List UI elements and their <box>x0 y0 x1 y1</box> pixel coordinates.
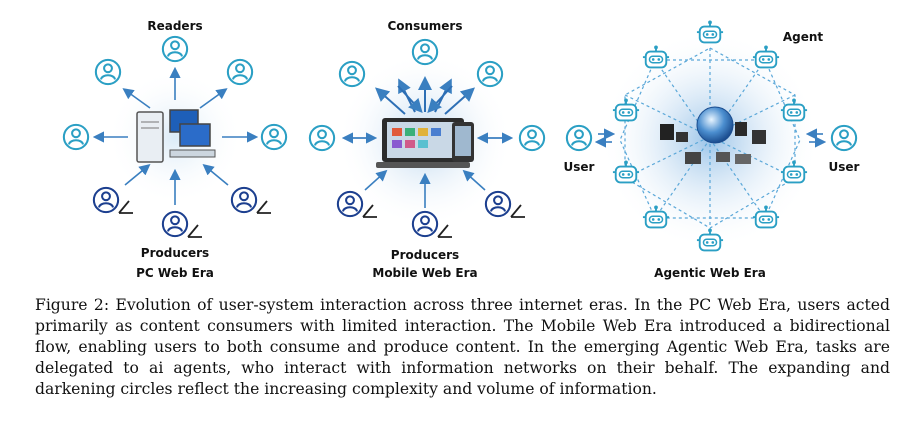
arrow-from-producer-right <box>462 169 486 191</box>
producer-icon-right <box>484 190 512 218</box>
arrow-from-producer-right <box>202 163 229 186</box>
arrow-from-producer-left <box>124 163 151 186</box>
pen-icon <box>510 204 525 218</box>
agent-bot-icon <box>696 20 724 44</box>
pc-top-label: Readers <box>147 19 202 33</box>
pen-icon <box>187 224 202 238</box>
user-icon-reader-right <box>260 123 288 151</box>
agentic-web-era-panel: Agent User User Agentic Web Era <box>564 20 860 280</box>
pen-icon <box>256 200 271 214</box>
arrow-to-reader-topright <box>199 88 228 109</box>
user-icon-consumer-topleft <box>338 60 366 88</box>
pc-server-icon <box>136 109 216 163</box>
pen-icon <box>118 200 133 214</box>
user-icon-consumer-right <box>518 124 546 152</box>
figure-caption: Figure 2: Evolution of user-system inter… <box>35 296 890 398</box>
user-icon-consumer-topright <box>476 60 504 88</box>
pc-bottom-label: Producers <box>141 246 209 260</box>
mobile-top-label: Consumers <box>388 19 463 33</box>
devices-icon <box>376 118 474 168</box>
user-icon-consumer-left <box>308 124 336 152</box>
pen-icon <box>437 224 452 238</box>
agentic-era-label: Agentic Web Era <box>654 266 766 280</box>
agent-label: Agent <box>783 30 824 44</box>
user-icon-reader-top <box>161 35 189 63</box>
user-icon-right <box>830 124 858 152</box>
producer-icon-bottom <box>411 210 439 238</box>
mobile-bottom-label: Producers <box>391 248 459 262</box>
producer-icon-left <box>336 190 364 218</box>
user-right-label: User <box>829 160 860 174</box>
mobile-era-label: Mobile Web Era <box>372 266 477 280</box>
producer-icon-left <box>92 186 120 214</box>
user-icon-reader-topright <box>226 58 254 86</box>
mobile-web-era-panel: Consumers Producers Mobile Web Era <box>308 19 546 280</box>
producer-icon-right <box>230 186 258 214</box>
arrow-to-reader-topleft <box>122 88 151 109</box>
mobile-top-arrows <box>375 76 475 115</box>
user-icon-reader-topleft <box>94 58 122 86</box>
figure-illustration: Readers Producers PC Web Era <box>62 19 860 280</box>
globe-icon <box>696 106 734 144</box>
producer-icon-bottom <box>161 210 189 238</box>
user-left-label: User <box>564 160 595 174</box>
arrow-from-producer-left <box>364 169 388 191</box>
device-icons <box>660 122 766 164</box>
pc-web-era-panel: Readers Producers PC Web Era <box>62 19 288 280</box>
pc-era-label: PC Web Era <box>136 266 214 280</box>
user-icon-consumer-top <box>411 38 439 66</box>
pen-icon <box>362 204 377 218</box>
user-icon-reader-left <box>62 123 90 151</box>
user-icon-left <box>565 124 593 152</box>
